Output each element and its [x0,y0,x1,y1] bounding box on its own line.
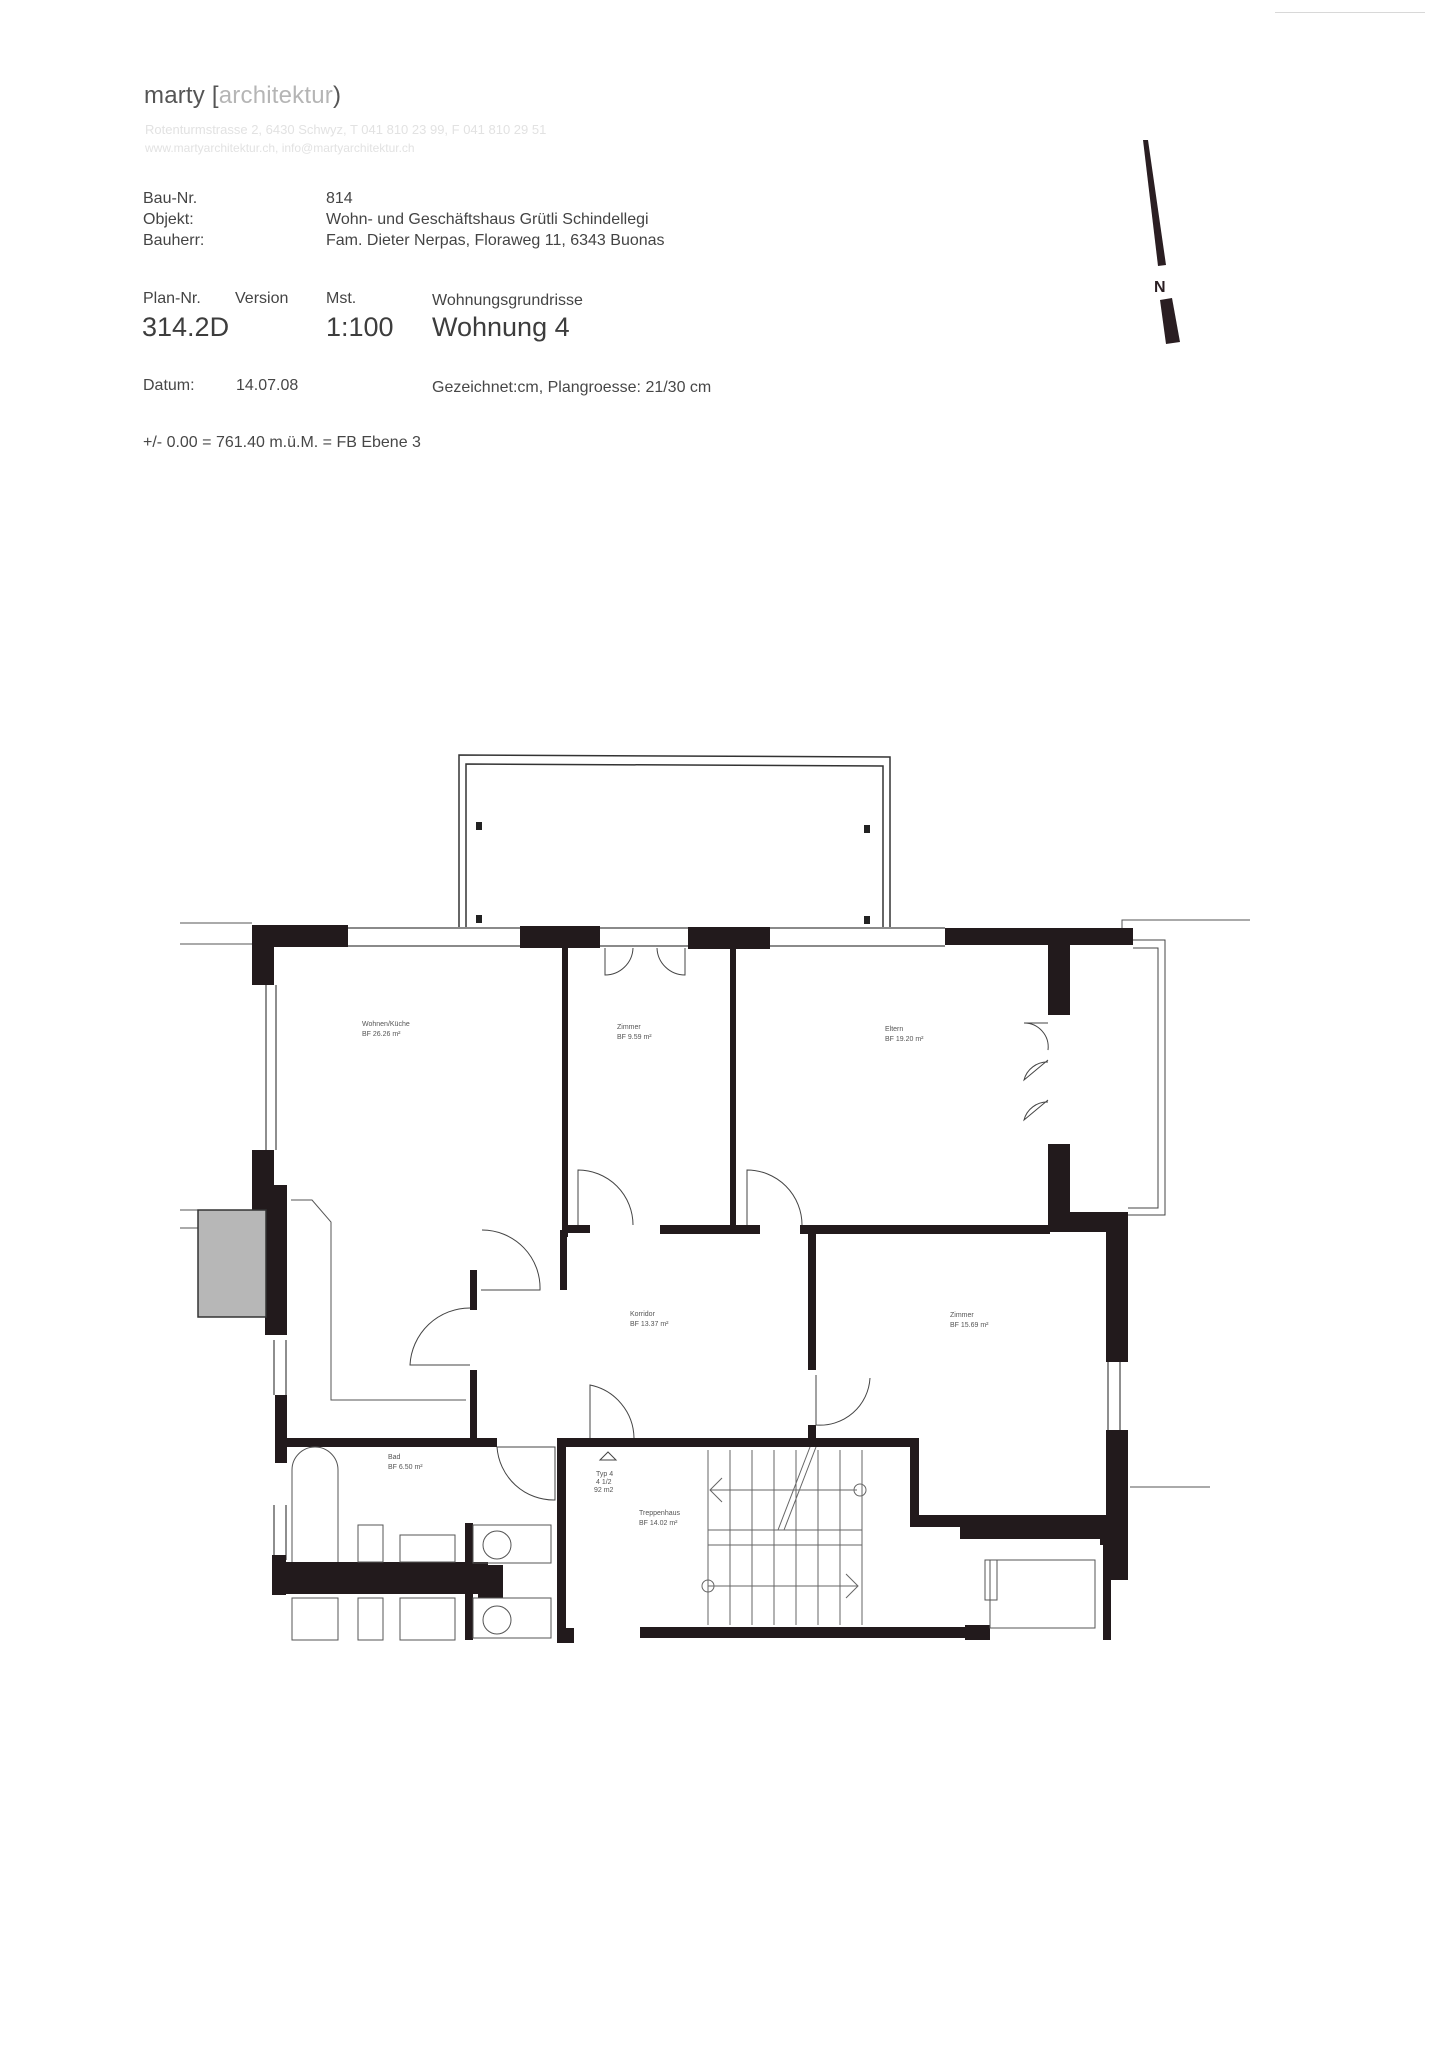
room-name: Korridor [630,1311,656,1318]
brand-bracket-close: ) [333,82,342,109]
scan-edge-line [1275,12,1425,13]
unit-rooms: 4 1/2 [596,1479,612,1486]
room-name: Zimmer [617,1024,641,1031]
room-area: BF 19.20 m² [885,1036,924,1043]
brand-name: marty [144,82,205,109]
room-area: BF 15.69 m² [950,1322,989,1329]
room-name: Eltern [885,1026,903,1033]
plan-title-label: Wohnungsgrundrisse [432,292,583,309]
room-area: BF 6.50 m² [388,1464,423,1471]
office-address: Rotenturmstrasse 2, 6430 Schwyz, T 041 8… [145,122,547,137]
gezeichnet-info: Gezeichnet:cm, Plangroesse: 21/30 cm [432,379,712,396]
shaft [984,1559,1096,1629]
room-area: BF 9.59 m² [617,1034,652,1041]
kitchen-counter [291,1199,466,1401]
plan-nr-label: Plan-Nr. [143,290,201,307]
bauherr-value: Fam. Dieter Nerpas, Floraweg 11, 6343 Bu… [326,232,665,249]
north-arrow-icon: N [1143,140,1180,344]
bauherr-label: Bauherr: [143,232,205,249]
site-lines [180,919,1250,1488]
bath-fixtures [291,1446,552,1641]
room-name: Bad [388,1454,401,1461]
brand-sub: architektur [218,82,333,109]
bau-nr-label: Bau-Nr. [143,190,198,207]
balcony [458,754,891,927]
room-name: Zimmer [950,1312,974,1319]
unit-marker-icon [598,1451,618,1461]
datum-value: 14.07.08 [236,377,299,394]
mst-label: Mst. [326,290,357,307]
room-area: BF 13.37 m² [630,1321,669,1328]
unit-area: 92 m2 [594,1487,614,1494]
office-logo: marty [architektur) [144,82,341,110]
exterior-storage [197,1209,267,1318]
walls [252,925,1133,1643]
room-area: BF 14.02 m² [639,1520,678,1527]
room-name: Wohnen/Küche [362,1021,410,1028]
unit-type: Typ 4 [596,1471,613,1478]
bau-nr-value: 814 [326,190,353,207]
room-name: Treppenhaus [639,1510,680,1517]
room-labels: Wohnen/Küche BF 26.26 m² Zimmer BF 9.59 … [362,1021,989,1527]
room-area: BF 26.26 m² [362,1031,401,1038]
north-letter: N [1154,279,1166,296]
brand-bracket-open: [ [211,82,219,109]
datum-label: Datum: [143,377,195,394]
objekt-value: Wohn- und Geschäftshaus Grütli Schindell… [326,211,649,228]
balcony-posts [476,822,870,924]
elevation-reference: +/- 0.00 = 761.40 m.ü.M. = FB Ebene 3 [143,434,421,451]
side-loggia [1128,939,1166,1216]
staircase [701,1446,867,1625]
plan-title-value: Wohnung 4 [432,312,570,342]
windows [265,927,1121,1560]
plan-nr-value: 314.2D [142,312,230,342]
version-label: Version [235,290,289,307]
office-web: www.martyarchitektur.ch, info@martyarchi… [145,141,415,155]
objekt-label: Objekt: [143,211,194,228]
doors [409,947,1049,1501]
mst-value: 1:100 [326,312,394,342]
